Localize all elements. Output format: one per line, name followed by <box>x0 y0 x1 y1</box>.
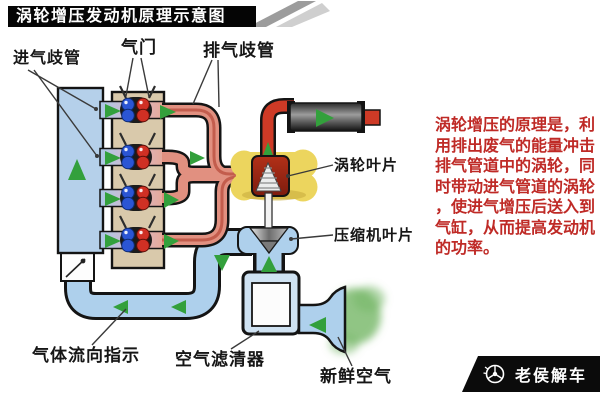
label-fresh-air: 新鲜空气 <box>320 367 392 386</box>
intake-plenum <box>56 86 105 255</box>
flow-arrow <box>316 109 334 127</box>
title-ribbon-decoration <box>248 1 330 27</box>
label-turbine-blade: 涡轮叶片 <box>334 157 399 174</box>
intake-horn <box>297 285 347 354</box>
label-air-filter: 空气滤清器 <box>175 350 265 369</box>
compressor-funnel <box>248 227 290 255</box>
page-title: 涡轮增压发动机原理示意图 <box>8 6 256 27</box>
label-valve: 气门 <box>121 38 157 57</box>
label-exhaust-manifold: 排气歧管 <box>203 41 275 60</box>
throttle-junction-box <box>60 249 95 282</box>
turbine-blade-shape <box>251 155 290 197</box>
exhaust-manifold-pipes <box>160 102 248 248</box>
label-intake-manifold: 进气歧管 <box>13 50 82 67</box>
leader-lines <box>27 57 353 367</box>
valve-cluster <box>119 173 156 211</box>
flow-arrow <box>262 142 274 158</box>
label-flow-indicator: 气体流向指示 <box>32 346 140 365</box>
muffler <box>287 101 381 133</box>
watermark-text: 老侯解车 <box>515 368 588 385</box>
flow-arrow <box>309 317 326 333</box>
watermark-bar: 老侯解车 <box>462 356 600 392</box>
flow-arrows <box>105 104 205 249</box>
label-compressor-blade: 压缩机叶片 <box>334 227 415 244</box>
valve-cluster <box>119 85 156 123</box>
exhaust-downpipe <box>260 98 294 162</box>
turbo-shaft <box>264 192 273 232</box>
valve-cluster <box>119 132 156 170</box>
principle-description: 涡轮增压的原理是，利 用排出废气的能量冲击 排气管道中的涡轮，同 时带动进气管道… <box>435 117 596 257</box>
wheel-logo-icon <box>483 364 505 384</box>
valve-cluster <box>119 215 156 253</box>
valve-clusters <box>119 85 156 253</box>
flow-arrows-duct <box>113 255 277 314</box>
air-filter-box <box>241 270 301 336</box>
flow-arrow <box>68 159 86 180</box>
